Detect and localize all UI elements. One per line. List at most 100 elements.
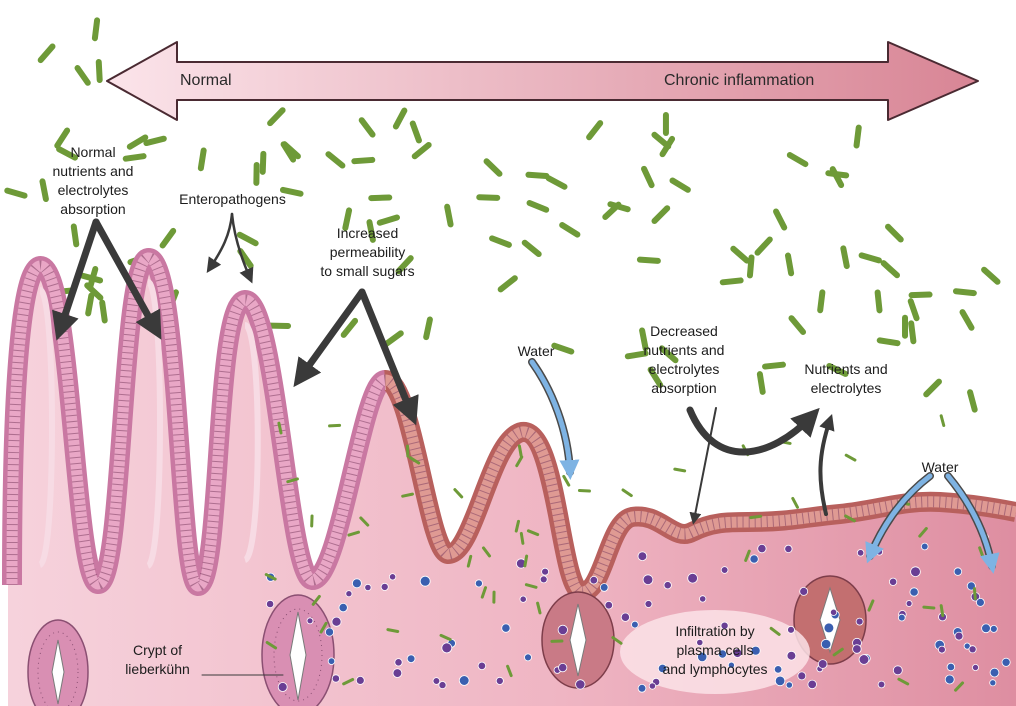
- immune-cell-icon: [982, 624, 991, 633]
- immune-cell-icon: [442, 643, 452, 653]
- immune-cell-icon: [972, 664, 978, 670]
- immune-cell-icon: [475, 580, 482, 587]
- immune-cell-icon: [758, 544, 766, 552]
- immune-cell-icon: [576, 680, 585, 689]
- immune-cell-icon: [643, 575, 653, 585]
- rod-bacterium-icon: [455, 490, 462, 497]
- rod-bacterium-icon: [371, 197, 389, 198]
- rod-bacterium-icon: [403, 494, 413, 496]
- rod-bacterium-icon: [328, 154, 342, 165]
- rod-bacterium-icon: [623, 490, 631, 496]
- label-increased-permeability: Increased permeability to small sugars: [290, 224, 445, 281]
- immune-cell-icon: [990, 625, 997, 632]
- normal-to-inflammation-scale-arrow: [107, 42, 978, 120]
- immune-cell-icon: [365, 584, 371, 590]
- rod-bacterium-icon: [654, 208, 667, 221]
- immune-cell-icon: [889, 578, 896, 585]
- immune-cell-icon: [945, 675, 954, 684]
- rod-bacterium-icon: [41, 46, 53, 60]
- rod-bacterium-icon: [846, 455, 855, 460]
- label-water-villus: Water: [496, 342, 576, 361]
- immune-cell-icon: [590, 576, 598, 584]
- arrow-nutrients-out: [820, 420, 830, 514]
- label-normal-absorption: Normal nutrients and electrolytes absorp…: [28, 143, 158, 219]
- immune-cell-icon: [542, 568, 549, 575]
- rod-bacterium-icon: [970, 392, 975, 409]
- immune-cell-icon: [328, 658, 335, 665]
- rod-bacterium-icon: [525, 243, 539, 254]
- immune-cell-icon: [558, 625, 567, 634]
- immune-cell-icon: [621, 613, 629, 621]
- immune-cell-icon: [605, 601, 613, 609]
- rod-bacterium-icon: [501, 278, 515, 289]
- rod-bacterium-icon: [344, 321, 355, 335]
- rod-bacterium-icon: [820, 292, 822, 310]
- rod-bacterium-icon: [163, 231, 174, 246]
- immune-cell-icon: [808, 680, 817, 689]
- rod-bacterium-icon: [330, 425, 340, 426]
- label-infiltration: Infiltration by plasma cells and lymphoc…: [640, 622, 790, 679]
- immune-cell-icon: [800, 587, 808, 595]
- rod-bacterium-icon: [525, 556, 527, 566]
- immune-cell-icon: [332, 617, 341, 626]
- immune-cell-icon: [878, 681, 885, 688]
- rod-bacterium-icon: [263, 154, 264, 172]
- immune-cell-icon: [389, 574, 395, 580]
- immune-cell-icon: [496, 677, 503, 684]
- immune-cell-icon: [645, 601, 652, 608]
- rod-bacterium-icon: [911, 301, 917, 318]
- immune-cell-icon: [947, 663, 955, 671]
- rod-bacterium-icon: [88, 296, 91, 314]
- rod-bacterium-icon: [857, 128, 859, 146]
- rod-bacterium-icon: [672, 181, 687, 190]
- rod-bacterium-icon: [862, 255, 879, 260]
- rod-bacterium-icon: [396, 111, 404, 127]
- rod-bacterium-icon: [530, 203, 547, 210]
- immune-cell-icon: [857, 550, 864, 557]
- immune-cell-icon: [898, 614, 905, 621]
- immune-cell-icon: [632, 621, 639, 628]
- rod-bacterium-icon: [447, 207, 450, 225]
- immune-cell-icon: [393, 669, 402, 678]
- rod-bacterium-icon: [74, 226, 77, 244]
- immune-cell-icon: [332, 675, 339, 682]
- rod-bacterium-icon: [388, 630, 398, 632]
- rod-bacterium-icon: [413, 124, 419, 141]
- immune-cell-icon: [346, 591, 352, 597]
- immune-cell-icon: [356, 676, 364, 684]
- immune-cell-icon: [954, 568, 962, 576]
- rod-bacterium-icon: [201, 150, 204, 168]
- immune-cell-icon: [821, 639, 831, 649]
- label-nutrients-electrolytes: Nutrients and electrolytes: [776, 360, 916, 398]
- immune-cell-icon: [906, 601, 912, 607]
- rod-bacterium-icon: [675, 469, 685, 471]
- immune-cell-icon: [990, 668, 999, 677]
- immune-cell-icon: [339, 603, 347, 611]
- immune-cell-icon: [955, 632, 963, 640]
- rod-bacterium-icon: [776, 211, 784, 227]
- rod-bacterium-icon: [519, 446, 521, 456]
- immune-cell-icon: [520, 596, 526, 602]
- rod-bacterium-icon: [974, 589, 975, 599]
- rod-bacterium-icon: [760, 374, 763, 392]
- rod-bacterium-icon: [78, 68, 88, 83]
- immune-cell-icon: [1002, 658, 1010, 666]
- rod-bacterium-icon: [733, 249, 747, 261]
- rod-bacterium-icon: [386, 333, 401, 344]
- rod-bacterium-icon: [479, 197, 497, 198]
- immune-cell-icon: [478, 662, 486, 670]
- immune-cell-icon: [688, 573, 698, 583]
- rod-bacterium-icon: [911, 323, 913, 341]
- immune-cell-icon: [525, 654, 532, 661]
- rod-bacterium-icon: [354, 160, 372, 161]
- immune-cell-icon: [266, 600, 273, 607]
- immune-cell-icon: [921, 543, 928, 550]
- rod-bacterium-icon: [415, 145, 429, 156]
- rod-bacterium-icon: [640, 260, 658, 261]
- crypt-of-lieberkuhn-2: [262, 595, 334, 706]
- immune-cell-icon: [859, 655, 869, 665]
- rod-bacterium-icon: [833, 169, 841, 185]
- rod-bacterium-icon: [564, 476, 569, 485]
- rod-bacterium-icon: [99, 62, 100, 80]
- immune-cell-icon: [559, 663, 567, 671]
